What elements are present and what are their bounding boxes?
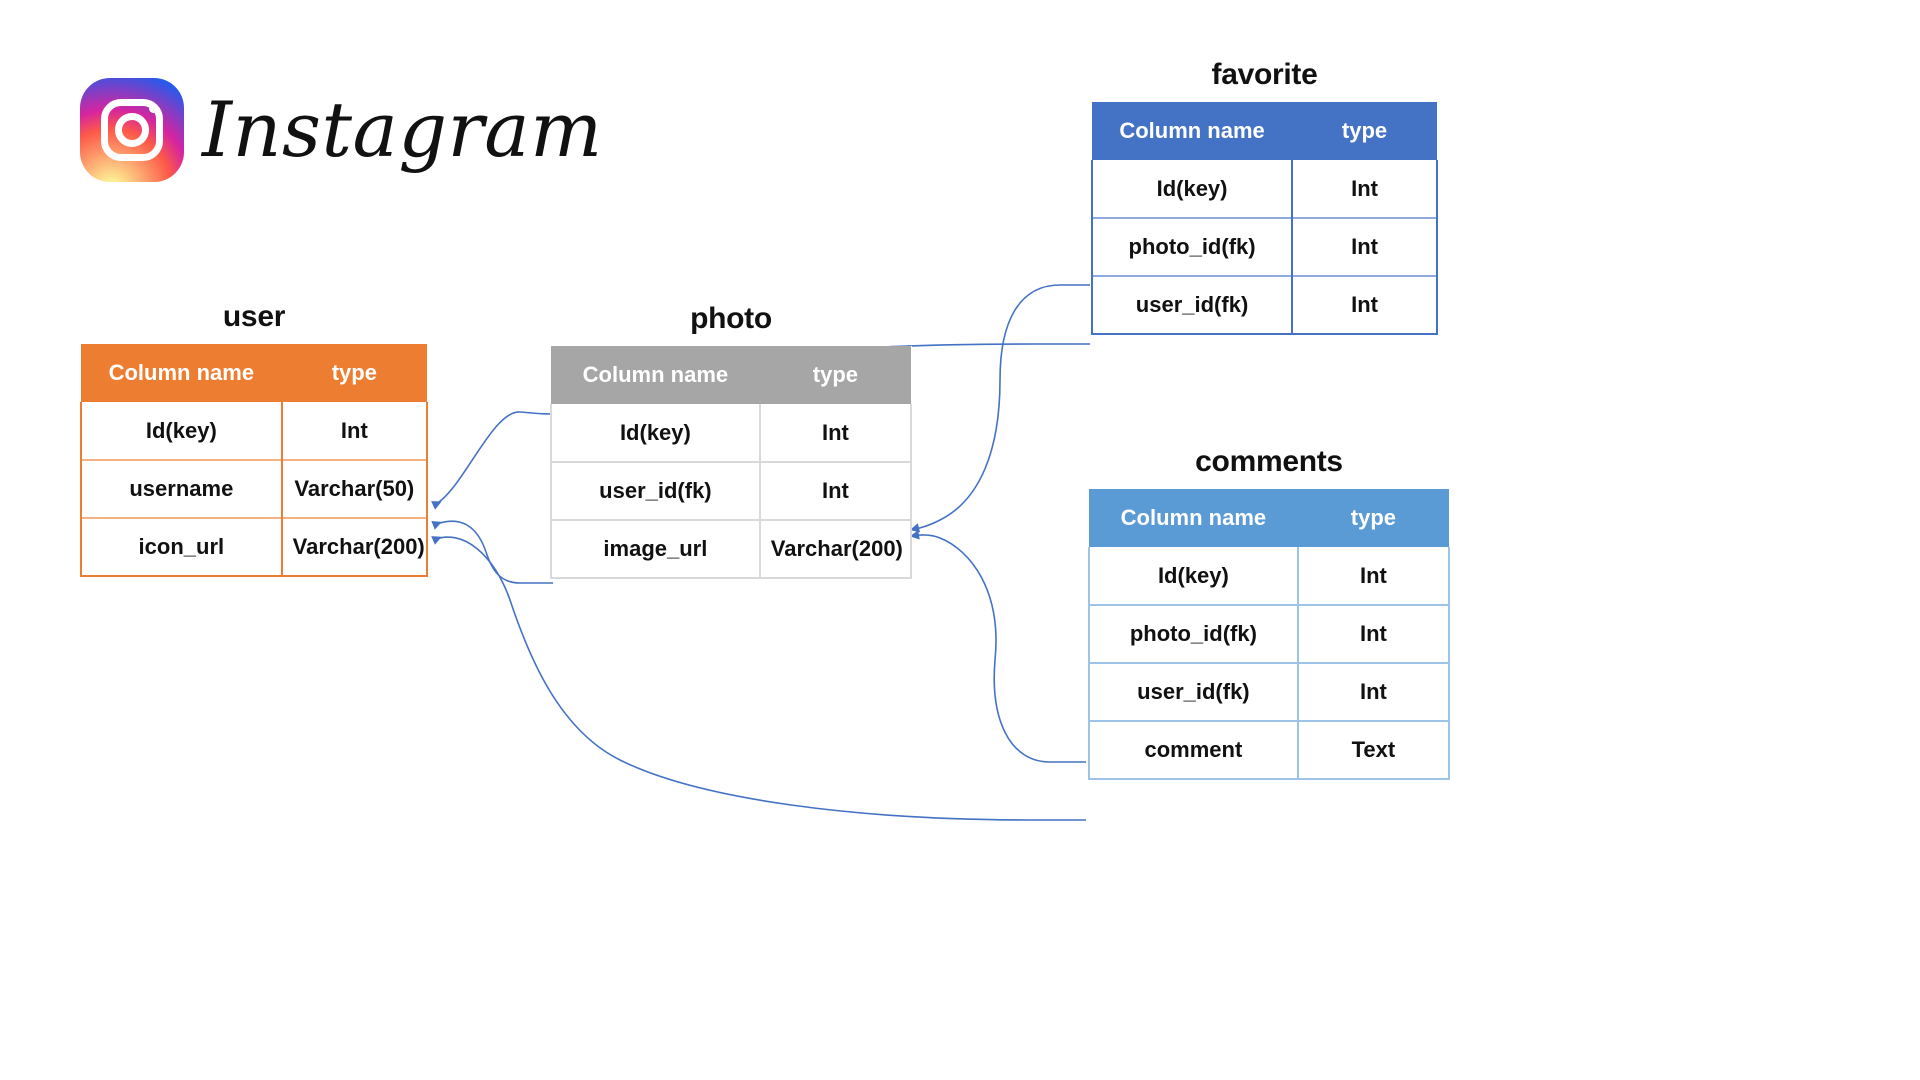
connector-comments-photo [909,530,1086,763]
table-row: Id(key) Int [550,404,913,462]
cell-column-name: photo_id(fk) [1090,217,1294,276]
camera-body-shape [101,99,163,161]
table-header-row: Column name type [81,344,427,402]
cell-type: Int [1296,662,1451,721]
table-comments: comments Column name type Id(key) Int ph… [1088,445,1451,780]
connector-comments-user [431,536,1086,821]
header-type: type [1292,102,1437,160]
schema-table-comments: Column name type Id(key) Int photo_id(fk… [1088,489,1451,780]
cell-type: Int [1291,275,1438,335]
table-title-photo: photo [690,302,772,335]
table-header-row: Column name type [1092,102,1437,160]
table-header-row: Column name type [1089,489,1449,547]
header-column-name: Column name [551,346,760,404]
table-row: icon_url Varchar(200) [80,517,429,577]
table-row: user_id(fk) Int [550,461,913,520]
table-row: user_id(fk) Int [1088,662,1451,721]
cell-column-name: icon_url [80,517,283,577]
table-row: Id(key) Int [1090,160,1438,218]
header-type: type [281,344,427,402]
cell-column-name: Id(key) [80,402,283,460]
table-row: Id(key) Int [1088,547,1451,605]
cell-type: Varchar(200) [758,519,913,579]
camera-flash-dot [149,104,158,113]
cell-type: Int [1291,160,1438,218]
cell-column-name: user_id(fk) [1088,662,1299,721]
cell-column-name: username [80,459,283,518]
cell-column-name: user_id(fk) [550,461,761,520]
table-title-user: user [222,300,286,333]
cell-column-name: comment [1088,720,1299,780]
cell-type: Int [758,404,913,462]
schema-table-user: Column name type Id(key) Int username Va… [80,344,429,577]
table-user: user Column name type Id(key) Int userna… [80,300,429,577]
schema-table-favorite: Column name type Id(key) Int photo_id(fk… [1090,102,1438,335]
cell-type: Varchar(200) [280,517,429,577]
table-photo: photo Column name type Id(key) Int user_… [550,302,913,579]
table-favorite: favorite Column name type Id(key) Int ph… [1090,58,1438,335]
table-row: photo_id(fk) Int [1088,604,1451,663]
camera-lens-shape [115,113,149,147]
cell-column-name: Id(key) [550,404,761,462]
instagram-logo: Instagram [80,78,603,182]
table-header-row: Column name type [551,346,911,404]
table-row: Id(key) Int [80,402,429,460]
cell-column-name: user_id(fk) [1090,275,1294,335]
table-title-favorite: favorite [1211,58,1318,91]
cell-type: Int [280,402,429,460]
header-column-name: Column name [1089,489,1298,547]
cell-type: Int [1291,217,1438,276]
cell-type: Int [1296,604,1451,663]
cell-type: Text [1296,720,1451,780]
connector-favorite-photo [909,284,1090,533]
header-type: type [1297,489,1449,547]
table-title-comments: comments [1195,445,1343,478]
schema-table-photo: Column name type Id(key) Int user_id(fk)… [550,346,913,579]
cell-type: Varchar(50) [280,459,429,518]
table-row: photo_id(fk) Int [1090,217,1438,276]
cell-column-name: Id(key) [1090,160,1294,218]
table-row: user_id(fk) Int [1090,275,1438,335]
instagram-wordmark: Instagram [202,85,603,174]
cell-column-name: photo_id(fk) [1088,604,1299,663]
header-column-name: Column name [1092,102,1293,160]
table-row: username Varchar(50) [80,459,429,518]
header-column-name: Column name [81,344,282,402]
cell-type: Int [1296,547,1451,605]
table-row: comment Text [1088,720,1451,780]
cell-column-name: image_url [550,519,761,579]
instagram-camera-icon [80,78,184,182]
cell-type: Int [758,461,913,520]
cell-column-name: Id(key) [1088,547,1299,605]
connector-photo-user [431,520,553,584]
header-type: type [759,346,911,404]
table-row: image_url Varchar(200) [550,519,913,579]
